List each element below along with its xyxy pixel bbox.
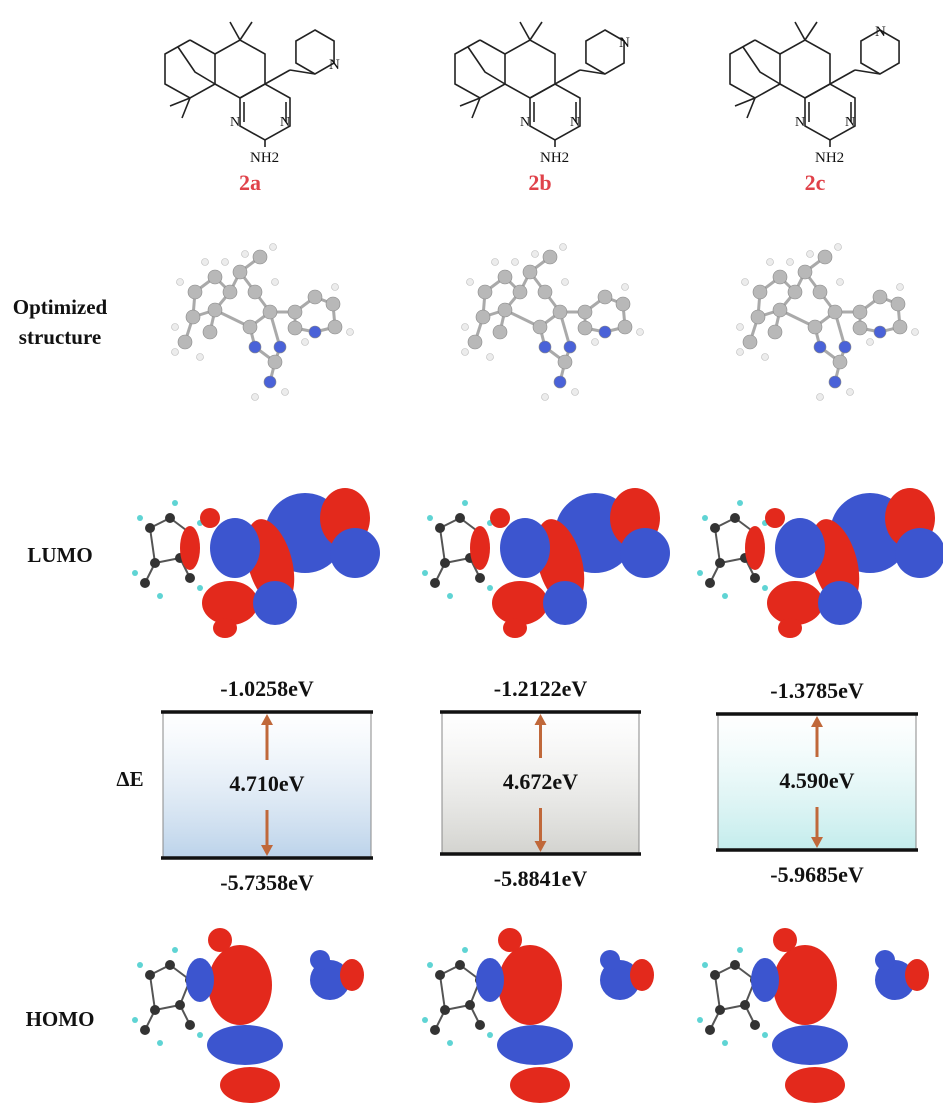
compound-label-2c: 2c xyxy=(804,170,826,195)
pyrimidine-n-label-2c-0: N xyxy=(795,115,805,130)
lumo-orbital-2b xyxy=(422,488,670,638)
pyrimidine-n-label-2c-1: N xyxy=(845,115,855,130)
pyridine-n-label-2b: N xyxy=(619,35,630,51)
gap-energy-2b: 4.672eV xyxy=(502,769,579,794)
nh2-label-2b: NH2 xyxy=(540,150,569,166)
optimized-label-line1: Optimized xyxy=(12,295,108,319)
skeletal-structure-2c: N N N NH2 xyxy=(729,21,900,166)
optimized-structure-label: Optimized structure xyxy=(0,292,120,352)
gap-energy-2a: 4.710eV xyxy=(229,771,305,796)
homo-label: HOMO xyxy=(25,1007,95,1031)
compound-label-2b: 2b xyxy=(528,170,552,195)
homo-energy-2a: -5.7358eV xyxy=(220,870,314,895)
pyridine-n-label-2a: N xyxy=(329,57,340,73)
lumo-label: LUMO xyxy=(27,543,93,567)
gap-energy-2c: 4.590eV xyxy=(779,768,855,793)
pyrimidine-n-label-2b-0: N xyxy=(520,115,530,130)
optimized-label-line2: structure xyxy=(18,325,102,349)
lumo-orbital-2c xyxy=(697,488,943,638)
skeletal-structure-2b: N N N NH2 xyxy=(454,21,630,166)
lumo-energy-2b: -1.2122eV xyxy=(493,676,588,701)
homo-orbital-2c xyxy=(697,928,929,1103)
pyrimidine-n-label-2b-1: N xyxy=(570,115,580,130)
delta-e-label: ΔE xyxy=(116,767,144,791)
pyrimidine-n-label-2a-1: N xyxy=(280,115,290,130)
optimized-structure-2a xyxy=(171,243,354,401)
compound-label-2a: 2a xyxy=(239,170,261,195)
energy-gap-box-2a xyxy=(161,710,373,860)
homo-energy-2b: -5.8841eV xyxy=(493,866,588,891)
lumo-energy-2c: -1.3785eV xyxy=(770,678,864,703)
homo-orbital-2a xyxy=(132,928,364,1103)
homo-energy-2c: -5.9685eV xyxy=(770,862,864,887)
energy-gap-box-2c xyxy=(716,712,918,852)
lumo-orbital-2a xyxy=(132,488,380,638)
pyridine-n-label-2c: N xyxy=(875,24,886,40)
pyrimidine-n-label-2a-0: N xyxy=(230,115,240,130)
skeletal-structure-2a: N N N NH2 xyxy=(164,21,340,166)
optimized-structure-2c xyxy=(736,243,919,401)
energy-gap-box-2b xyxy=(440,710,641,856)
lumo-energy-2a: -1.0258eV xyxy=(220,676,314,701)
nh2-label-2a: NH2 xyxy=(250,150,279,166)
homo-orbital-2b xyxy=(422,928,654,1103)
nh2-label-2c: NH2 xyxy=(815,150,844,166)
optimized-structure-2b xyxy=(461,243,644,401)
